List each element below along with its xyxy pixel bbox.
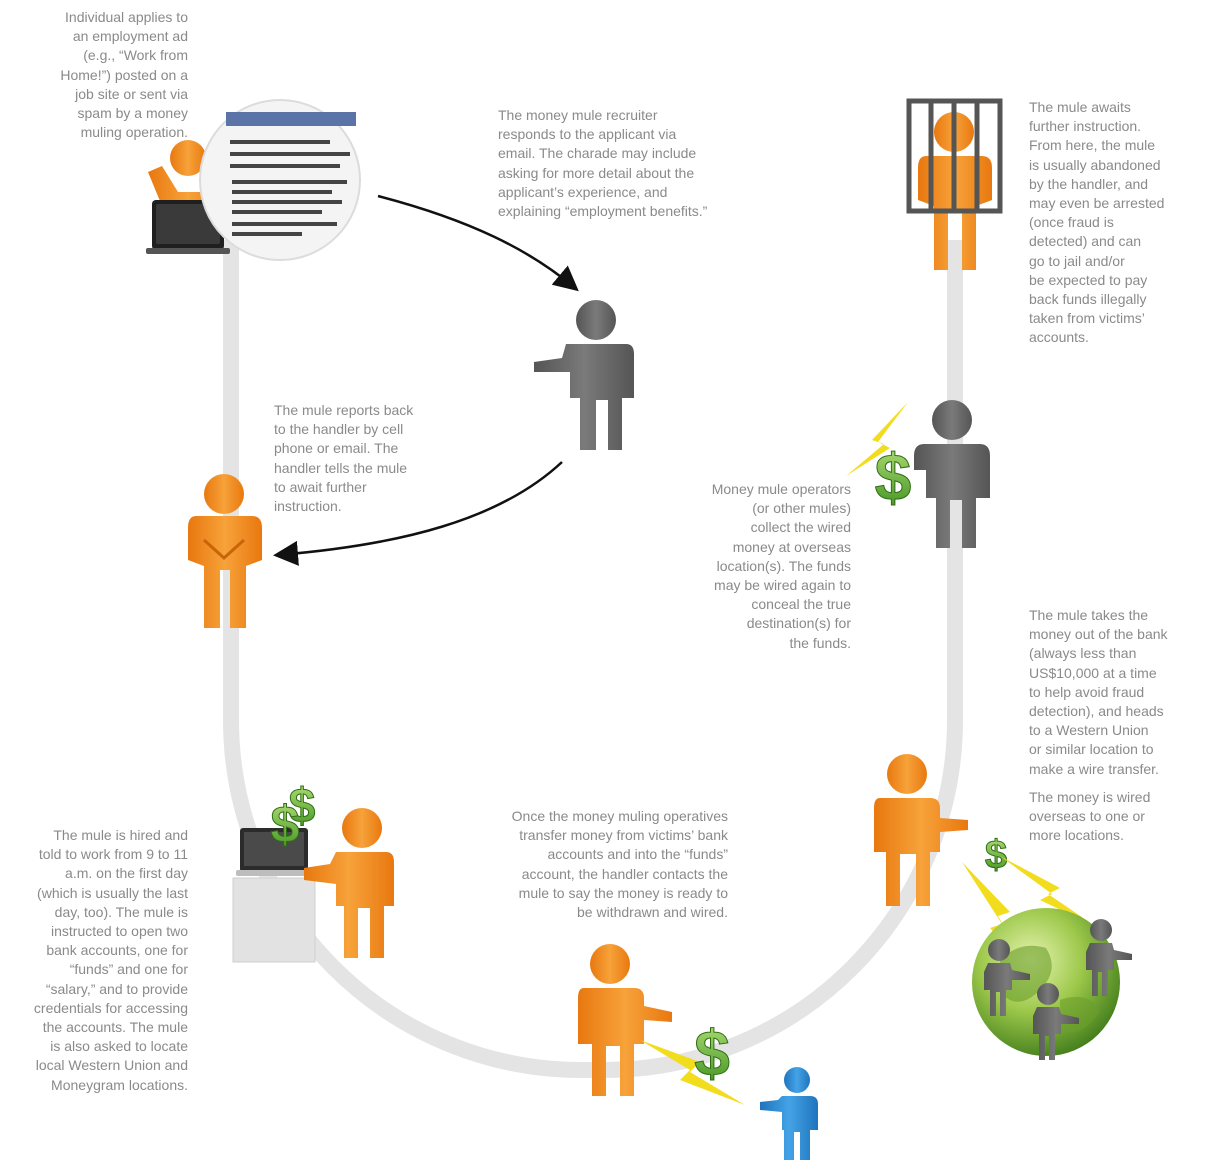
handler-figure-collector [914,400,990,548]
svg-text:$: $ [289,780,316,833]
dollar-icon: $ [694,1017,731,1090]
mule-figure-hired [304,808,394,958]
dollar-icon: $ [874,440,912,515]
step-apply-text: Individual applies to an employment ad (… [60,9,188,141]
victim-figure [760,1067,818,1160]
handler-figure-recruiter [534,300,634,450]
svg-text:$: $ [985,833,1007,877]
step-awaits-text: The mule awaits further instruction. Fro… [1029,99,1165,346]
step-transfer-text: Once the money muling operatives transfe… [511,808,728,921]
svg-text:$: $ [271,796,300,854]
dollar-icon: $ $ [270,780,316,855]
arrow-icon [377,194,579,292]
operator-figure [984,919,1132,1060]
step-take-out-text: The mule takes the money out of the bank… [1029,607,1168,777]
mule-figure-bottom [578,944,672,1096]
desk-icon [232,828,316,963]
mule-figure-wiring [874,754,968,906]
dollar-icon: $ [984,833,1007,878]
jail-bars-icon [906,98,1003,214]
step-recruiter-text: The money mule recruiter responds to the… [498,107,708,220]
email-magnifier-icon [199,99,361,261]
mule-figure-reporting [188,474,262,628]
step-wired-text: The money is wired overseas to one or mo… [1029,789,1151,844]
svg-text:$: $ [694,1017,730,1089]
arrow-icon [273,461,563,566]
step-collect-text: Money mule operators (or other mules) co… [711,481,851,651]
step-report-back-text: The mule reports back to the handler by … [274,402,414,515]
svg-text:$: $ [875,440,912,514]
lightning-icon [846,402,908,476]
step-hired-text: The mule is hired and told to work from … [33,827,188,1093]
